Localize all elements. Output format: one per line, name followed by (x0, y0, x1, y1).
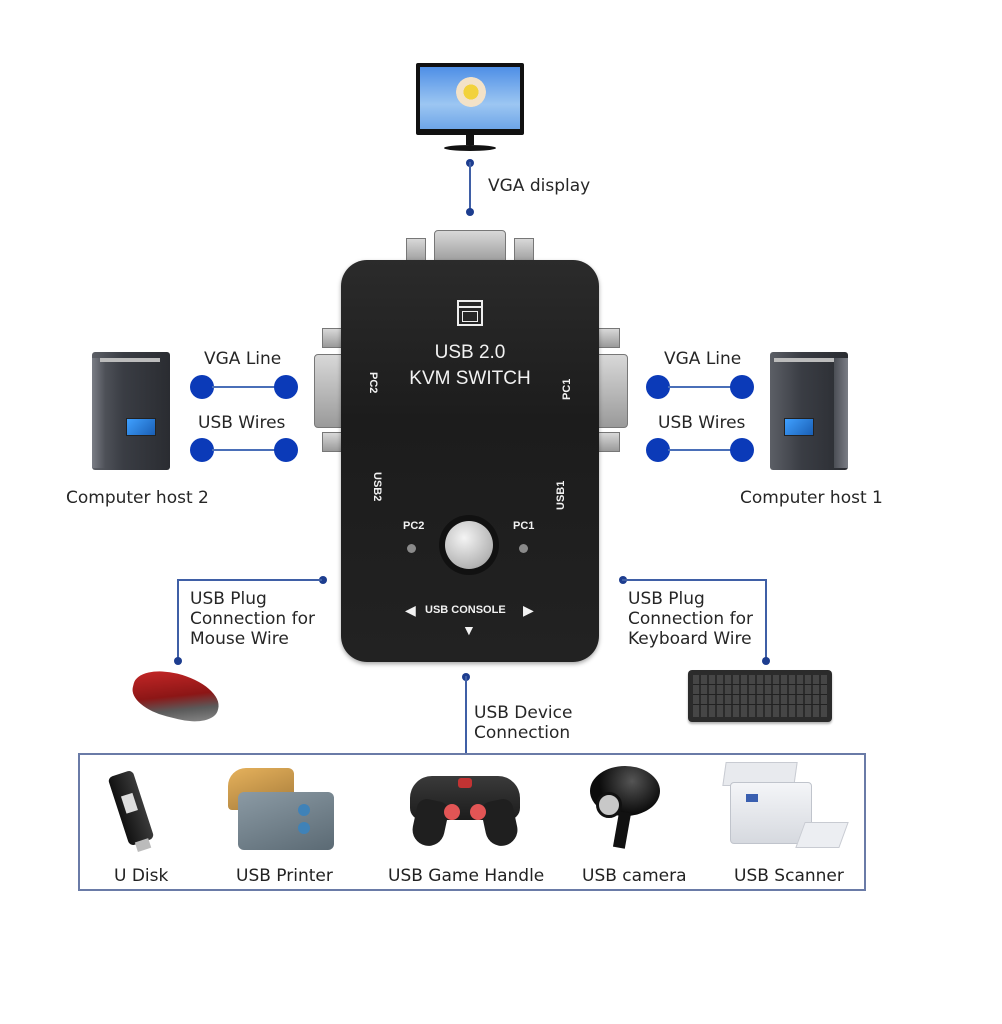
host2-vga-wire-end-a (190, 375, 214, 399)
host2-vga-wire-end-b (274, 375, 298, 399)
led-pc2 (407, 544, 416, 553)
kvm-switch-body: USB 2.0 KVM SWITCH PC2 PC1 USB2 USB1 PC2… (341, 260, 599, 662)
mouse-label-line2: Connection for (190, 609, 315, 629)
vga-display-monitor-icon (416, 63, 524, 155)
kvm-title-line1: USB 2.0 (434, 342, 506, 363)
led-pc1 (519, 544, 528, 553)
pc1-vga-connector (596, 354, 628, 428)
host1-label: Computer host 1 (740, 488, 883, 508)
port-label-pc2: PC2 (367, 372, 379, 394)
port-label-usb1: USB1 (555, 480, 567, 510)
vga-out-connector (434, 230, 506, 264)
port-label-usb2: USB2 (371, 472, 383, 502)
monitor-icon (457, 300, 483, 326)
host2-usb-wires-label: USB Wires (198, 413, 286, 433)
switch-button[interactable] (439, 515, 499, 575)
device-label-usb-game-handle: USB Game Handle (388, 866, 545, 886)
keyboard-label-line3: Keyboard Wire (628, 629, 752, 649)
device-label-usb-printer: USB Printer (236, 866, 333, 886)
host2-label: Computer host 2 (66, 488, 209, 508)
pc2-vga-connector (314, 354, 346, 428)
kvm-title-line2: KVM SWITCH (409, 368, 531, 389)
led-label-pc1: PC1 (513, 520, 535, 532)
keyboard-label-line2: Connection for (628, 609, 753, 629)
host2-vga-line-label: VGA Line (204, 349, 282, 369)
port-label-pc1: PC1 (561, 378, 573, 400)
webcam-icon (586, 766, 662, 850)
host2-usb-wire-end-a (190, 438, 214, 462)
host1-vga-wire-end-a (646, 375, 670, 399)
console-arrow-right-icon: ▶ (523, 602, 534, 618)
gamepad-icon (409, 770, 521, 849)
console-label: USB CONSOLE (425, 604, 506, 616)
device-label-usb-scanner: USB Scanner (734, 866, 844, 886)
host1-usb-wire-end-a (646, 438, 670, 462)
device-label-usb-camera: USB camera (582, 866, 687, 886)
scanner-icon (720, 762, 849, 854)
console-arrow-left-icon: ◀ (405, 602, 416, 618)
computer-host-1-pc-tower-icon (770, 352, 848, 470)
usb-devices-panel (78, 753, 866, 891)
host2-usb-wire-end-b (274, 438, 298, 462)
vga-display-label: VGA display (488, 176, 591, 196)
printer-icon (228, 768, 338, 852)
device-label-u-disk: U Disk (114, 866, 169, 886)
host1-usb-wire-end-b (730, 438, 754, 462)
mouse-label-line3: Mouse Wire (190, 629, 289, 649)
keyboard-label-line1: USB Plug (628, 589, 705, 609)
flower-icon (456, 77, 486, 107)
computer-host-2-pc-tower-icon (92, 352, 170, 470)
host1-vga-wire-end-b (730, 375, 754, 399)
pc1-screw-top (596, 328, 620, 348)
mouse-icon (127, 664, 225, 728)
led-label-pc2: PC2 (403, 520, 425, 532)
host1-usb-wires-label: USB Wires (658, 413, 746, 433)
usb-device-label-line2: Connection (474, 723, 571, 743)
usb-device-label-line1: USB Device (474, 703, 573, 723)
keyboard-icon (688, 670, 832, 722)
mouse-label-line1: USB Plug (190, 589, 267, 609)
console-arrow-down-icon: ▼ (462, 622, 476, 638)
host1-vga-line-label: VGA Line (664, 349, 742, 369)
pc1-screw-bottom (596, 432, 620, 452)
